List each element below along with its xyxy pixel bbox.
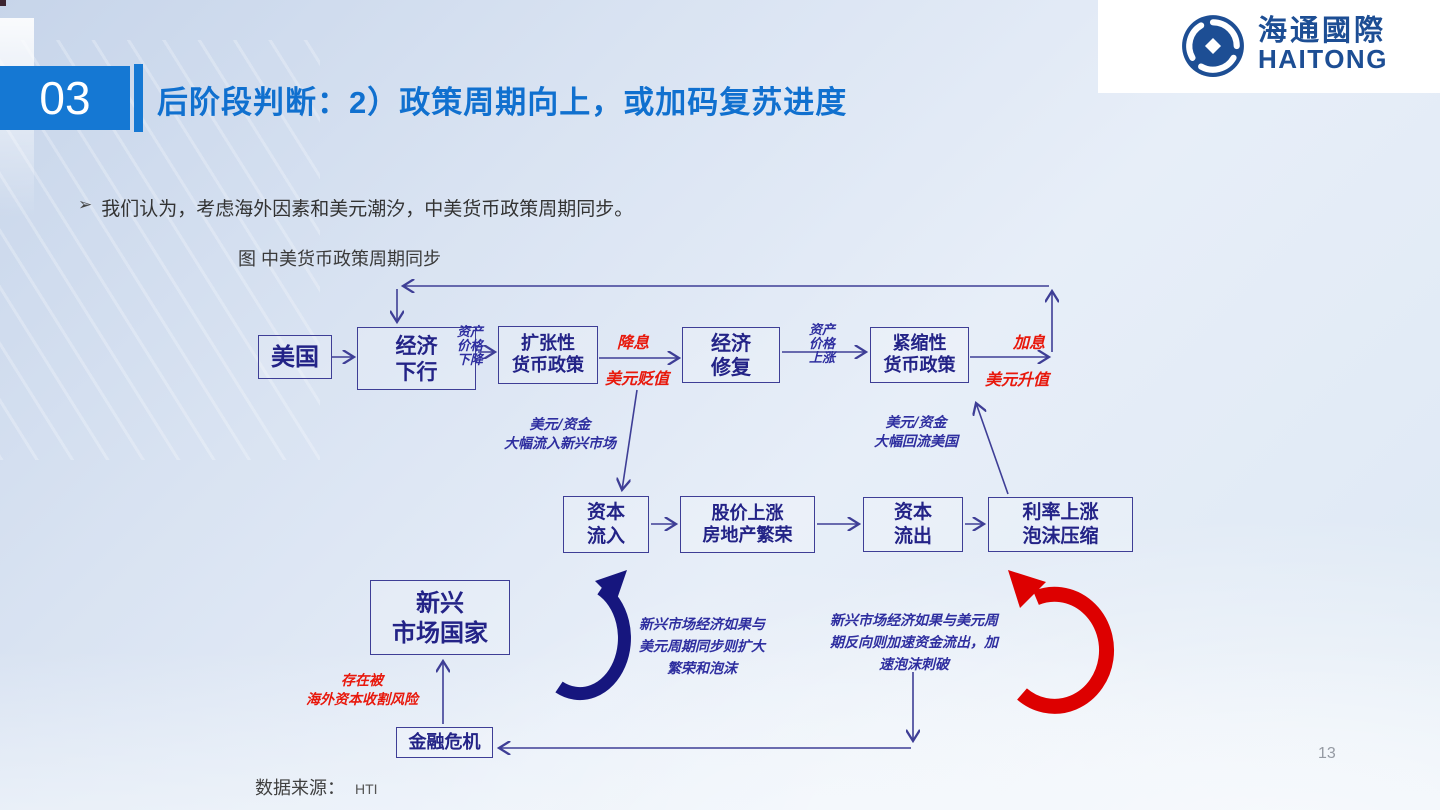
label-rate-hike: 加息	[1012, 333, 1045, 352]
box-line: 经济	[711, 330, 751, 355]
label-line: 存在被	[341, 673, 383, 689]
box-usa-label: 美国	[271, 342, 319, 372]
label-line: 大幅流入新兴市场	[504, 436, 616, 452]
logo-panel: 海通國際 HAITONG	[1098, 0, 1440, 93]
box-economy-repair: 经济 修复	[682, 327, 780, 383]
bullet-line: ➢ 我们认为，考虑海外因素和美元潮汐，中美货币政策周期同步。	[78, 194, 633, 221]
label-line: 上涨	[808, 351, 835, 366]
label-line: 价格	[808, 337, 835, 352]
box-usa: 美国	[258, 335, 332, 379]
box-line: 股价上涨	[711, 502, 784, 524]
label-line: 价格	[456, 339, 483, 354]
data-source: 数据来源： HTI	[255, 774, 378, 800]
box-line: 修复	[711, 355, 751, 379]
box-contractionary-policy: 紧缩性 货币政策	[870, 327, 969, 383]
corner-mark	[0, 0, 6, 6]
label-capital-inflow-emerging: 美元/资金 大幅流入新兴市场	[498, 416, 622, 454]
label-line: 美元/资金	[529, 417, 591, 433]
label-line: 资产	[456, 325, 483, 340]
box-line: 泡沫压缩	[1022, 524, 1099, 547]
arrow-inflow-down	[622, 389, 638, 490]
label-line: 大幅回流美国	[874, 434, 958, 450]
logo-name-cn: 海通國際	[1258, 15, 1387, 47]
label-line: 下降	[456, 353, 483, 368]
label-rate-cut: 降息	[616, 333, 649, 352]
box-line: 房地产繁荣	[702, 524, 793, 546]
box-emerging-markets: 新兴 市场国家	[370, 580, 510, 655]
label-usd-appreciation: 美元升值	[984, 370, 1049, 389]
logo-name-en: HAITONG	[1258, 44, 1388, 75]
figure-caption: 图 中美货币政策周期同步	[238, 249, 441, 269]
source-label: 数据来源：	[255, 778, 345, 798]
box-line: 资本	[893, 501, 932, 524]
note-line: 期反向则加速资金流出，加	[830, 635, 998, 651]
title-accent-bar	[134, 64, 143, 132]
box-financial-crisis: 金融危机	[396, 727, 493, 758]
box-line: 货币政策	[512, 355, 584, 376]
label-line: 美元/资金	[885, 415, 947, 431]
box-line: 扩张性	[521, 333, 575, 355]
note-line: 新兴市场经济如果与	[639, 617, 765, 633]
box-line: 市场国家	[392, 617, 488, 647]
label-line: 资产	[808, 323, 835, 338]
box-line: 货币政策	[883, 355, 956, 376]
box-line: 利率上涨	[1022, 501, 1099, 524]
blue-cycle-arrow	[555, 570, 631, 701]
box-expansionary-policy: 扩张性 货币政策	[498, 326, 598, 384]
note-line: 繁荣和泡沫	[667, 661, 737, 677]
section-number: 03	[39, 72, 91, 124]
box-line: 新兴	[416, 588, 464, 618]
box-line: 下行	[395, 358, 438, 384]
note-line: 新兴市场经济如果与美元周	[830, 613, 998, 629]
box-line: 流入	[586, 524, 625, 547]
page-number: 13	[1318, 745, 1336, 762]
arrow-return-up	[976, 403, 1009, 495]
page-title: 后阶段判断：2）政策周期向上，或加码复苏进度	[157, 85, 848, 120]
box-line: 流出	[893, 524, 932, 547]
note-line: 美元周期同步则扩大	[639, 639, 765, 655]
label-asset-price-up: 资产 价格 上涨	[798, 324, 846, 366]
label-line: 海外资本收割风险	[306, 692, 418, 708]
red-cycle-arrow	[1008, 570, 1114, 714]
note-sync-expands-bubble: 新兴市场经济如果与 美元周期同步则扩大 繁荣和泡沫	[618, 614, 786, 680]
label-harvest-risk: 存在被 海外资本收割风险	[290, 672, 434, 710]
box-economy-down: 经济 下行	[357, 327, 476, 390]
box-line: 经济	[395, 332, 438, 358]
box-rates-up-bubble: 利率上涨 泡沫压缩	[988, 497, 1133, 552]
label-asset-price-down: 资产 价格 下降	[446, 326, 494, 368]
source-value: HTI	[355, 781, 378, 797]
box-line: 紧缩性	[892, 333, 947, 355]
section-number-badge: 03	[0, 66, 130, 130]
box-line: 金融危机	[408, 731, 481, 753]
label-usd-depreciation: 美元贬值	[604, 369, 669, 388]
logo-text: 海通國際 HAITONG	[1258, 16, 1388, 74]
label-capital-return-us: 美元/资金 大幅回流美国	[864, 414, 968, 452]
note-reverse-bursts-bubble: 新兴市场经济如果与美元周 期反向则加速资金流出，加 速泡沫刺破	[820, 610, 1008, 676]
note-line: 速泡沫刺破	[879, 657, 949, 673]
box-stock-property-boom: 股价上涨 房地产繁荣	[680, 496, 815, 553]
bullet-arrow-icon: ➢	[78, 195, 93, 214]
box-line: 资本	[586, 501, 625, 524]
bullet-text: 我们认为，考虑海外因素和美元潮汐，中美货币政策周期同步。	[101, 199, 634, 220]
haitong-logo-icon	[1182, 15, 1244, 77]
box-capital-inflow: 资本 流入	[563, 496, 649, 553]
box-capital-outflow: 资本 流出	[863, 497, 963, 552]
